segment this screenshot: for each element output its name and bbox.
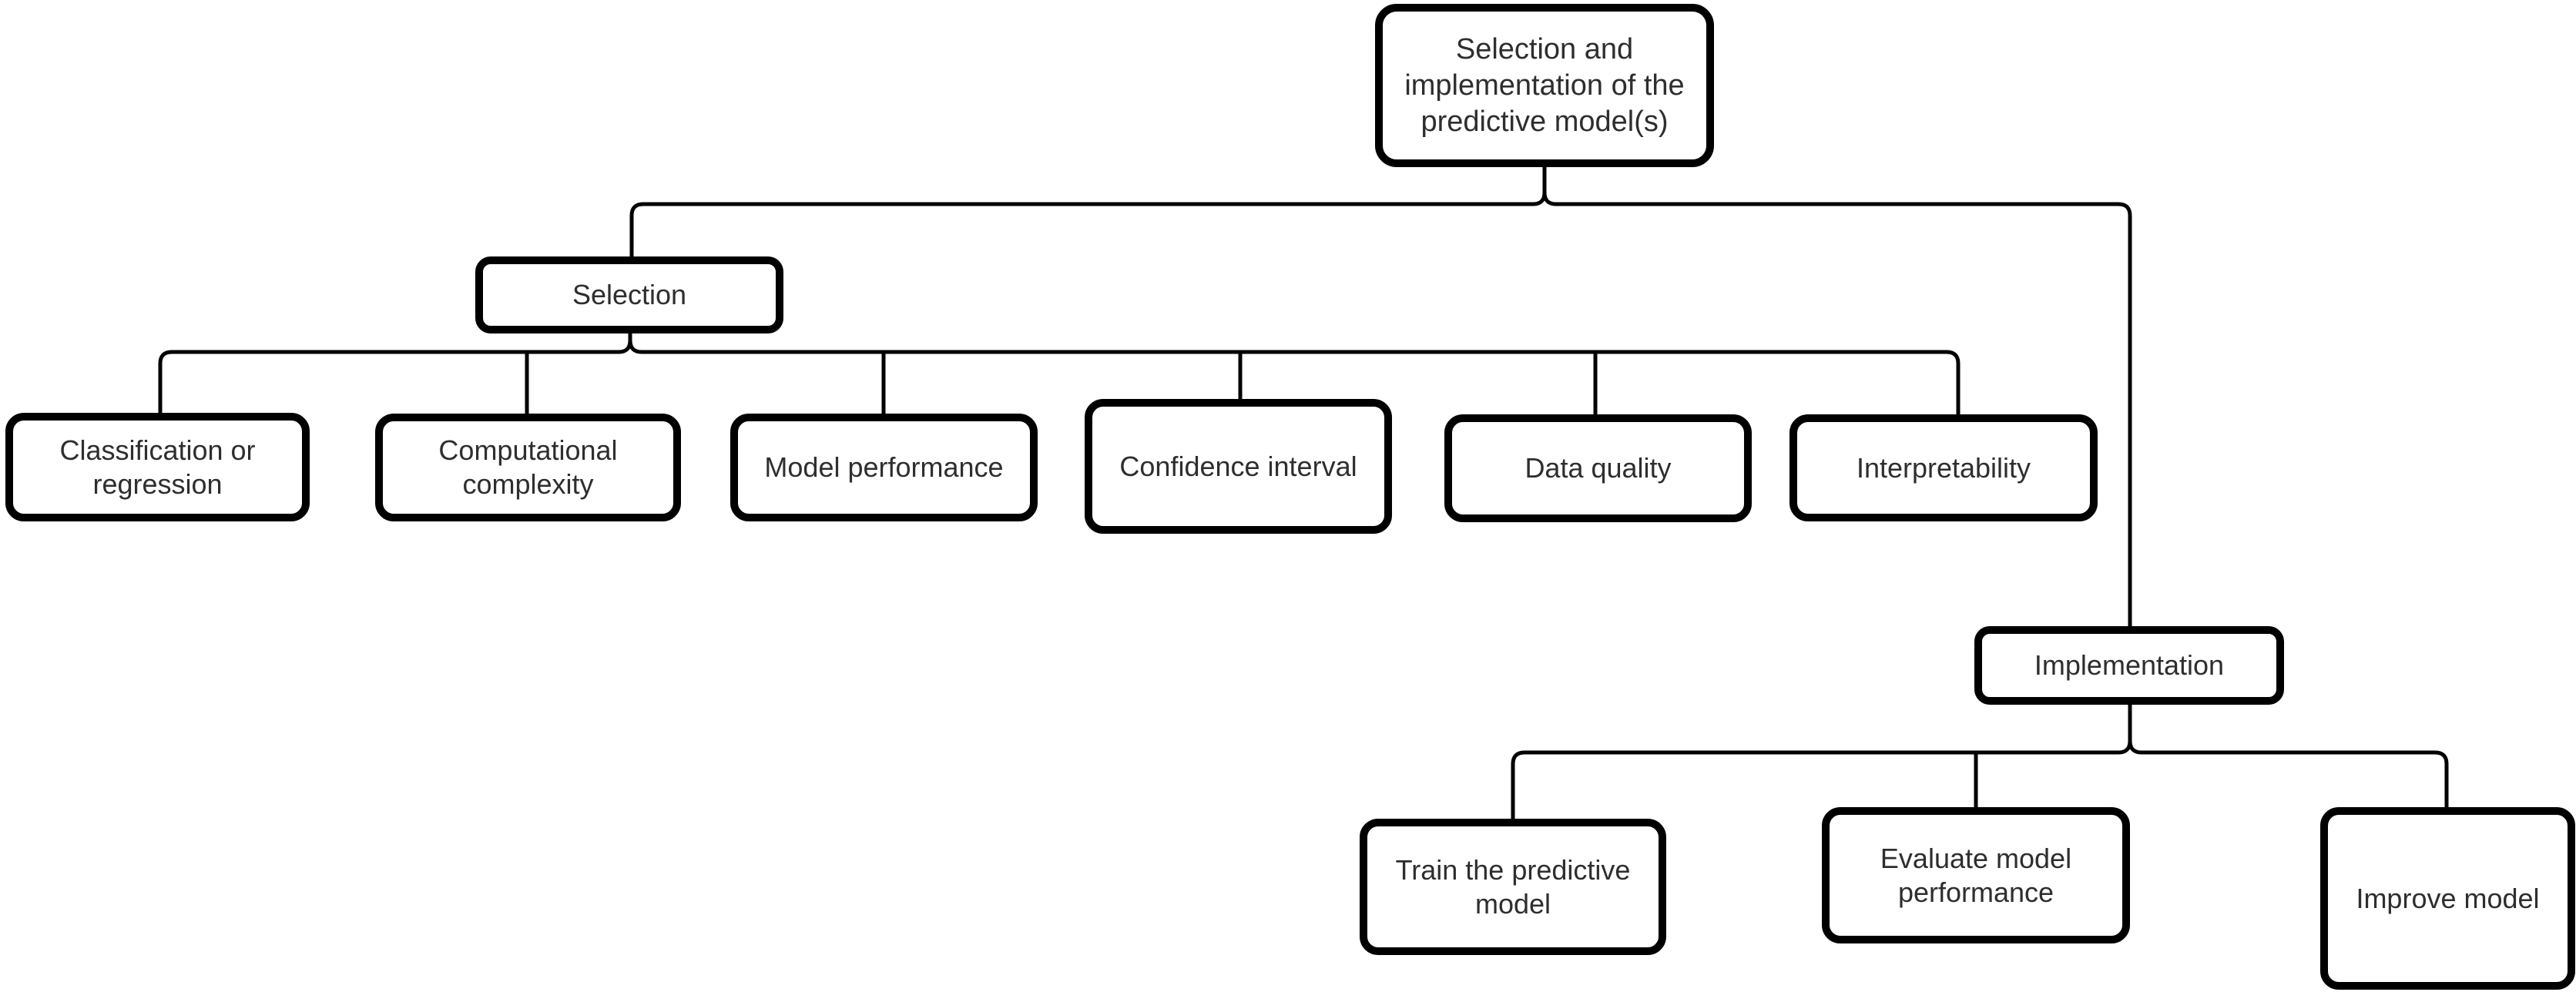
node-root: Selection and implementation of the pred… <box>1375 4 1714 167</box>
node-label: Model performance <box>764 451 1004 483</box>
edge-selection-classification <box>158 330 632 417</box>
node-label: Computational complexity <box>438 434 618 500</box>
node-train-the-predictive-model: Train the predictive model <box>1360 819 1666 955</box>
node-interpretability: Interpretability <box>1789 414 2098 521</box>
node-data-quality: Data quality <box>1444 414 1752 522</box>
edge-root-selection <box>629 163 1547 260</box>
node-evaluate-model-performance: Evaluate model performance <box>1822 807 2130 943</box>
node-label: Confidence interval <box>1119 450 1357 482</box>
node-label: Data quality <box>1524 452 1672 484</box>
node-model-performance: Model performance <box>730 414 1038 521</box>
node-label: Improve model <box>2356 882 2540 914</box>
node-confidence-interval: Confidence interval <box>1085 399 1392 534</box>
node-improve-model: Improve model <box>2320 807 2575 990</box>
node-label: Implementation <box>2034 649 2225 681</box>
node-implementation: Implementation <box>1974 626 2284 705</box>
node-label: Evaluate model performance <box>1880 842 2072 908</box>
edge-selection-interpretability <box>628 330 1961 418</box>
node-label: Selection <box>572 279 687 310</box>
node-label: Selection and implementation of the pred… <box>1404 32 1685 138</box>
edge-root-implementation <box>1542 163 2132 630</box>
edge-implementation-train <box>1511 701 2132 823</box>
edge-implementation-improve <box>2128 701 2449 811</box>
node-label: Train the predictive model <box>1395 853 1631 920</box>
node-classification-or-regression: Classification or regression <box>5 413 310 521</box>
node-computational-complexity: Computational complexity <box>375 414 681 521</box>
node-selection: Selection <box>475 256 783 333</box>
node-label: Classification or regression <box>59 434 256 500</box>
node-label: Interpretability <box>1856 451 2031 484</box>
